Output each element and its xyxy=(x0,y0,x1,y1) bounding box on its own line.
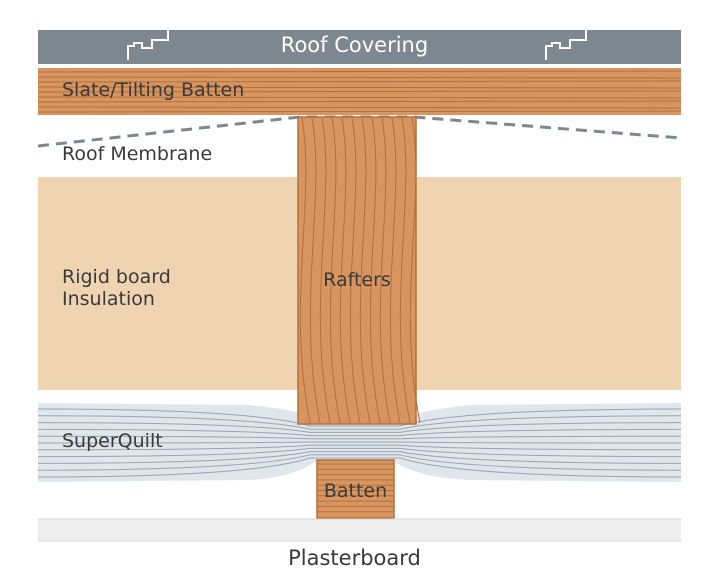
rigid-insulation-label-line2: Insulation xyxy=(62,287,155,310)
grain-line xyxy=(409,117,421,424)
grain-line xyxy=(37,100,682,103)
grain-line xyxy=(299,117,311,424)
slate-batten-label: Slate/Tilting Batten xyxy=(62,79,245,101)
grain-line xyxy=(37,70,682,73)
batten-grain xyxy=(318,463,393,513)
grain-line xyxy=(37,86,682,89)
grain-line xyxy=(37,76,682,79)
fibre-line xyxy=(37,441,682,444)
superquilt-layer xyxy=(38,403,681,482)
roof-membrane-label: Roof Membrane xyxy=(62,143,213,165)
fibre-line xyxy=(37,422,682,433)
fibre-line xyxy=(37,457,682,478)
fibre-line xyxy=(37,415,682,430)
rigid-insulation-label-line1: Rigid board xyxy=(62,266,171,288)
grain-line xyxy=(37,106,682,109)
grain-line xyxy=(359,117,371,424)
plasterboard-layer xyxy=(38,519,681,541)
grain-line xyxy=(379,117,391,424)
grain-line xyxy=(37,90,682,93)
superquilt-label: SuperQuilt xyxy=(62,430,163,452)
slate-batten-grain xyxy=(37,70,682,113)
fibre-line xyxy=(37,454,682,471)
fibre-line xyxy=(37,447,682,458)
grain-line xyxy=(37,110,682,113)
roof-clip-left xyxy=(127,30,169,60)
fibre-line xyxy=(37,428,682,437)
rafters-label: Rafters xyxy=(323,269,391,291)
fibre-line xyxy=(37,408,682,427)
fibre-line xyxy=(37,435,682,440)
superquilt-fibres xyxy=(37,408,682,478)
grain-line xyxy=(339,117,351,424)
grain-line xyxy=(37,96,682,99)
fibre-line xyxy=(37,444,682,451)
roof-covering-label: Roof Covering xyxy=(280,33,429,57)
roof-membrane-line xyxy=(37,115,682,148)
rigid-insulation-label: Rigid board Insulation xyxy=(62,266,171,311)
plasterboard-label: Plasterboard xyxy=(288,546,421,570)
rafter-grain xyxy=(299,117,421,424)
fibre-line xyxy=(37,451,682,464)
grain-line xyxy=(399,117,411,424)
grain-line xyxy=(389,117,401,424)
grain-line xyxy=(329,117,341,424)
grain-line xyxy=(369,117,381,424)
batten-label: Batten xyxy=(323,480,388,502)
grain-line xyxy=(37,80,682,83)
roof-clip-right xyxy=(545,30,587,60)
grain-line xyxy=(309,117,321,424)
grain-line xyxy=(319,117,331,424)
grain-line xyxy=(349,117,361,424)
